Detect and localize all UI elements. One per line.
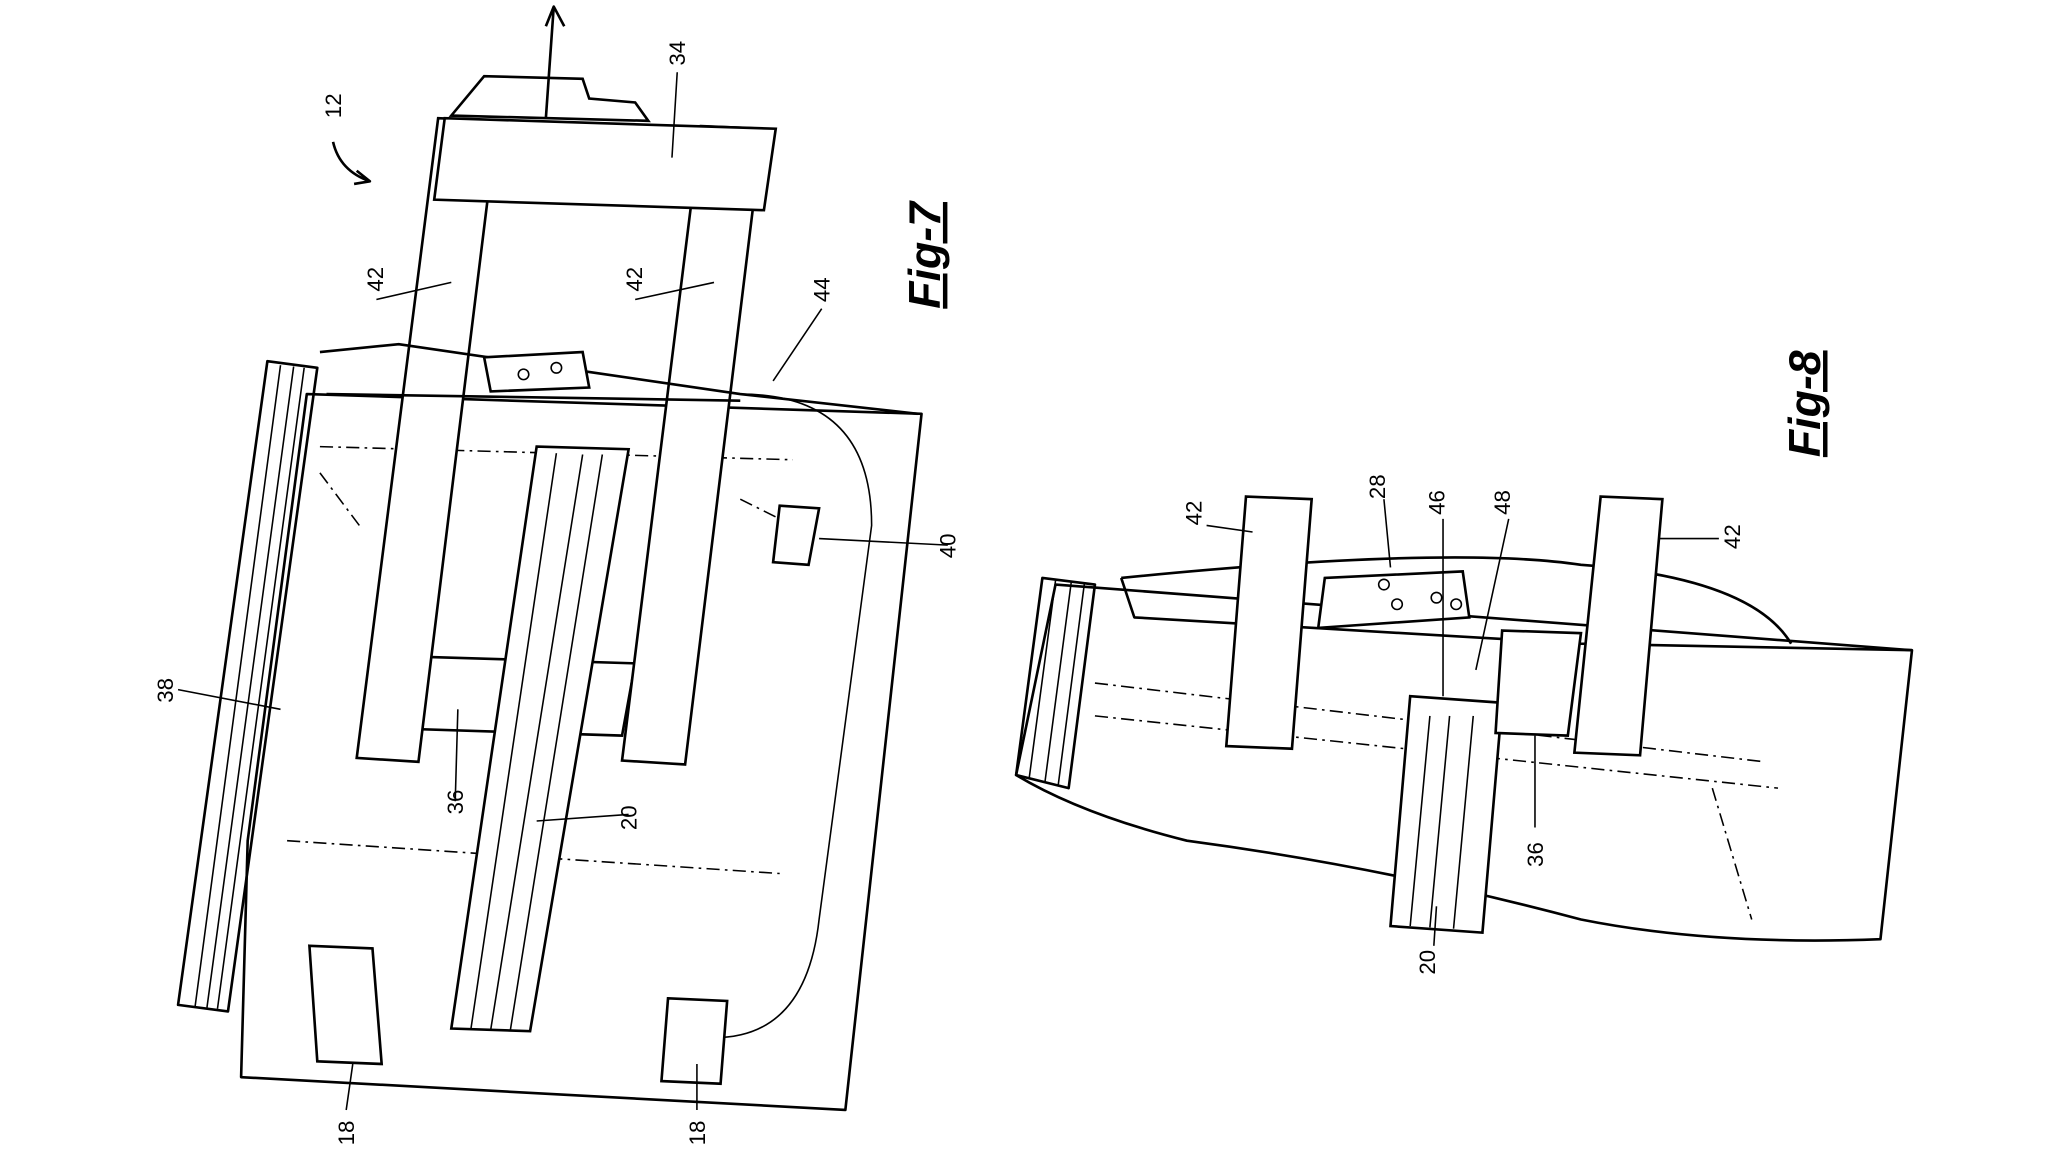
- bracket-34: [432, 116, 778, 212]
- ref-38: 38: [153, 678, 178, 703]
- ref-18: 18: [334, 1121, 359, 1146]
- window-seal: [1014, 576, 1097, 790]
- ref-42: 42: [1181, 501, 1206, 526]
- clip-40: [771, 504, 821, 567]
- ref-18: 18: [685, 1121, 710, 1146]
- rail-42-left: [1224, 495, 1314, 751]
- mount-tab: [448, 74, 651, 123]
- channel-20: [449, 445, 631, 1033]
- figure-7-labels: 12 34 42 42 44 40 38 36 20 18 18 Fig-7: [153, 41, 961, 1146]
- rail-42-right: [620, 124, 765, 766]
- channel-20: [1389, 694, 1504, 935]
- ref-20: 20: [616, 805, 641, 830]
- ref-42: 42: [1720, 524, 1745, 549]
- mechanism-28: [482, 350, 591, 393]
- ref-42: 42: [622, 267, 647, 292]
- figure-7-title: Fig-7: [901, 200, 950, 309]
- ref-28: 28: [1365, 474, 1390, 499]
- ref-42: 42: [363, 267, 388, 292]
- figure-8-drawing: [1014, 495, 1914, 946]
- bracket-18-right: [660, 996, 729, 1086]
- carrier-plate-36: [1494, 629, 1583, 737]
- window-seal-38: [176, 359, 319, 1013]
- figure-8-title: Fig-8: [1781, 350, 1830, 457]
- leader-lines: [1206, 499, 1719, 946]
- arrow-12: [331, 141, 372, 186]
- door-panel-outline: [239, 392, 923, 1112]
- ref-12: 12: [321, 93, 346, 118]
- ref-36: 36: [443, 790, 468, 815]
- leader-lines: [177, 72, 948, 1111]
- figure-8-labels: 42 28 46 48 42 36 20 Fig-8: [1181, 350, 1830, 974]
- bracket-18-left: [308, 944, 384, 1066]
- rail-42-right: [1572, 495, 1664, 757]
- ref-46: 46: [1424, 490, 1449, 515]
- arrow-up: [544, 5, 566, 119]
- ref-20: 20: [1415, 950, 1440, 975]
- ref-40: 40: [936, 533, 961, 558]
- ref-36: 36: [1523, 842, 1548, 867]
- ref-44: 44: [810, 277, 835, 302]
- figure-7-drawing: [176, 5, 948, 1112]
- ref-48: 48: [1490, 490, 1515, 515]
- ref-34: 34: [665, 41, 690, 66]
- rounded-frame: [713, 393, 873, 1039]
